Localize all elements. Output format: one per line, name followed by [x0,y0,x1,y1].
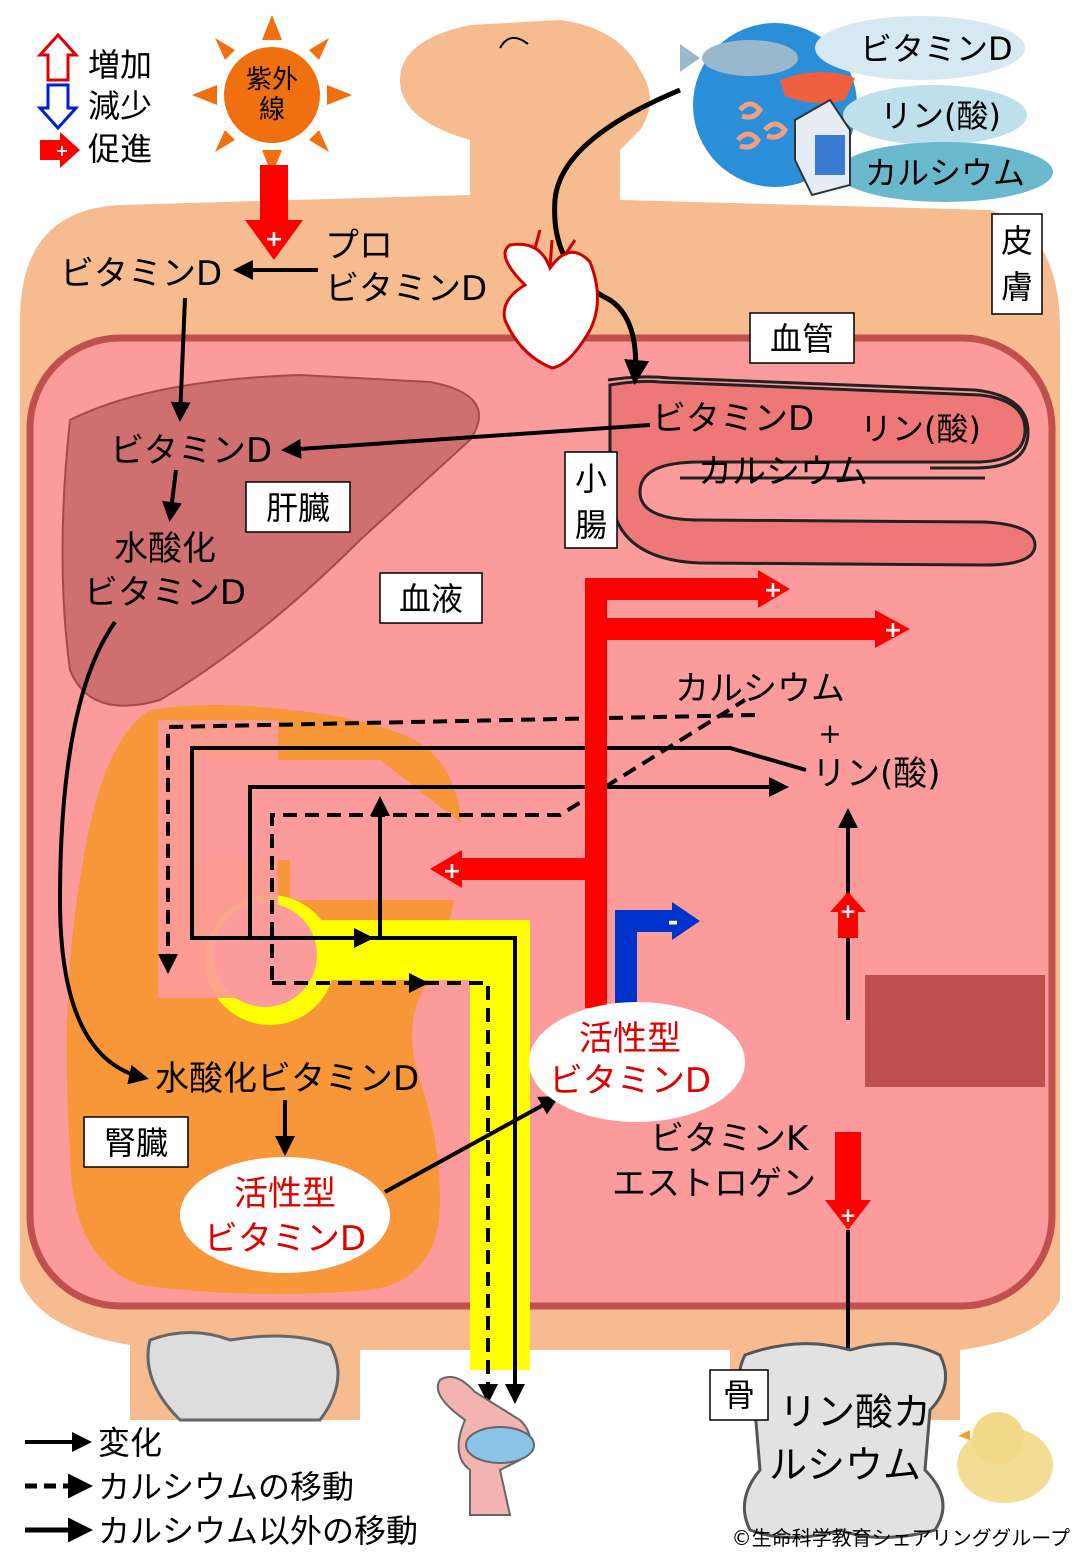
skin-vitamin-d: ビタミンD [60,254,222,294]
uv-plus-glyph: + [265,227,283,252]
liver-shape [61,373,480,707]
kidney-active-line2: ビタミンD [204,1219,366,1259]
minus-glyph: - [668,907,679,937]
blood-box-label: 血液 [399,580,463,618]
intestine-box-label-2: 腸 [575,506,607,544]
promote-icon [40,132,80,168]
fish-icon [680,40,798,76]
vessel-box-label: 血管 [770,320,834,358]
pro-vitamin-d-line2: ビタミンD [325,269,487,309]
pro-vitamin-d-line1: プロ [325,226,393,266]
plus-glyphs: + + + [443,578,902,884]
bottom-legend: 変化 カルシウムの移動 カルシウム以外の移動 [25,1424,418,1550]
liver-box: 肝臓 [245,481,351,533]
food-vitamin-d-label: ビタミンD [860,30,1013,68]
kidney-box: 腎臓 [83,1116,189,1168]
sun-icon: 紫外 線 [192,15,352,175]
promote-plus-glyph: + [55,141,68,160]
liver-hydroxylation-arrow [162,469,182,522]
blood-active-line2: ビタミンD [549,1061,711,1101]
heart-icon [502,229,599,370]
skin-box-label-2: 膚 [1001,268,1033,306]
liver-to-kidney-arrow [57,620,149,1085]
intestine-calcium: カルシウム [698,452,868,492]
muscle-block [865,975,1045,1087]
legend-decrease-label: 減少 [88,87,152,125]
blood-box: 血液 [379,572,483,624]
increase-icon [36,32,80,82]
bone-deposit-plus: + [840,1203,857,1227]
shrimp-icon [736,101,789,150]
liver-hydroxy-line1: 水酸化 [114,529,216,569]
salmon-icon [780,71,855,104]
blood-plus: + [818,717,841,750]
ingestion-arrow [552,87,681,385]
intestine-box-label-1: 小 [575,460,607,498]
blood-phosphorus: リン(酸) [812,754,941,794]
skin-box: 皮 膚 [991,213,1043,315]
bone-calcium-phosphate-line2: ルシウム [769,1443,921,1487]
food-calcium-bubble [837,142,1053,202]
kidney-box-label: 腎臓 [104,1124,168,1162]
legend-promote-label: 促進 [88,130,152,168]
decrease-icon [36,83,80,131]
filtrate-pink-box [158,720,278,998]
right-bone [737,1342,948,1539]
food-phosphorus-label: リン(酸) [880,97,1001,135]
estrogen-label: エストロゲン [612,1164,816,1204]
kidney-hydroxy: 水酸化ビタミンD [155,1059,419,1099]
bone-calcium-phosphate-line1: リン酸カ [779,1390,931,1434]
left-bone [146,1331,340,1422]
intestine-vitamin-d: ビタミンD [652,399,814,439]
kidney-active-bubble [180,1157,390,1273]
legend-calcium-move-label: カルシウムの移動 [98,1468,354,1506]
bone-blood-exchange: + + [825,808,871,1384]
food-vitamin-d-bubble [815,16,1025,80]
kidney-active-line1: 活性型 [234,1174,336,1214]
liver-hydroxy-line2: ビタミンD [84,573,246,613]
vessel-box: 血管 [749,312,855,364]
legend-change-label: 変化 [98,1424,162,1462]
food-calcium-label: カルシウム [865,154,1025,192]
blood-calcium: カルシウム [675,669,845,709]
bone-box: 骨 [709,1369,769,1421]
liver-box-label: 肝臓 [266,489,330,527]
legend: + 増加 減少 促進 [36,32,152,168]
intestine-phosphorus: リン(酸) [860,410,981,448]
liver-vitamin-d: ビタミンD [110,431,272,471]
intestine-box: 小 腸 [564,451,618,549]
legend-increase-label: 増加 [88,46,152,84]
active-vitd-promote-arrows [430,570,910,1008]
bone-box-label: 骨 [723,1376,755,1414]
food-phosphorus-bubble [843,85,1027,145]
calcium-move-dashed [158,698,756,1404]
skin-to-liver-arrow [170,297,191,422]
sun-label-line1: 紫外 [246,65,298,95]
intestine-to-liver-arrow [281,423,651,459]
food-group: ビタミンD リン(酸) カルシウム [680,16,1053,202]
active-vitd-decrease-arrow: - [615,902,700,1010]
bone-release-plus: + [840,899,857,923]
blood-active-line1: 活性型 [579,1019,681,1059]
plus-glyph-3: + [443,859,461,884]
kidney-active-to-blood-arrow [384,1096,560,1194]
mouth-curve [499,37,529,49]
sun-label-line2: 線 [259,95,285,125]
plus-glyph-1: + [764,578,782,603]
blood-active-bubble [529,1002,745,1122]
credit-text: ©生命科学教育シェアリンググループ [732,1526,1070,1550]
toilet-icon [436,1376,535,1516]
chick-icon [957,1412,1053,1503]
legend-other-move-label: カルシウム以外の移動 [98,1512,418,1550]
vitamin-k-label: ビタミンK [650,1119,810,1159]
uv-promote-arrow: + [245,165,303,260]
milk-carton-icon [794,98,851,197]
plus-glyph-2: + [884,618,902,643]
skin-box-label-1: 皮 [1001,222,1033,260]
